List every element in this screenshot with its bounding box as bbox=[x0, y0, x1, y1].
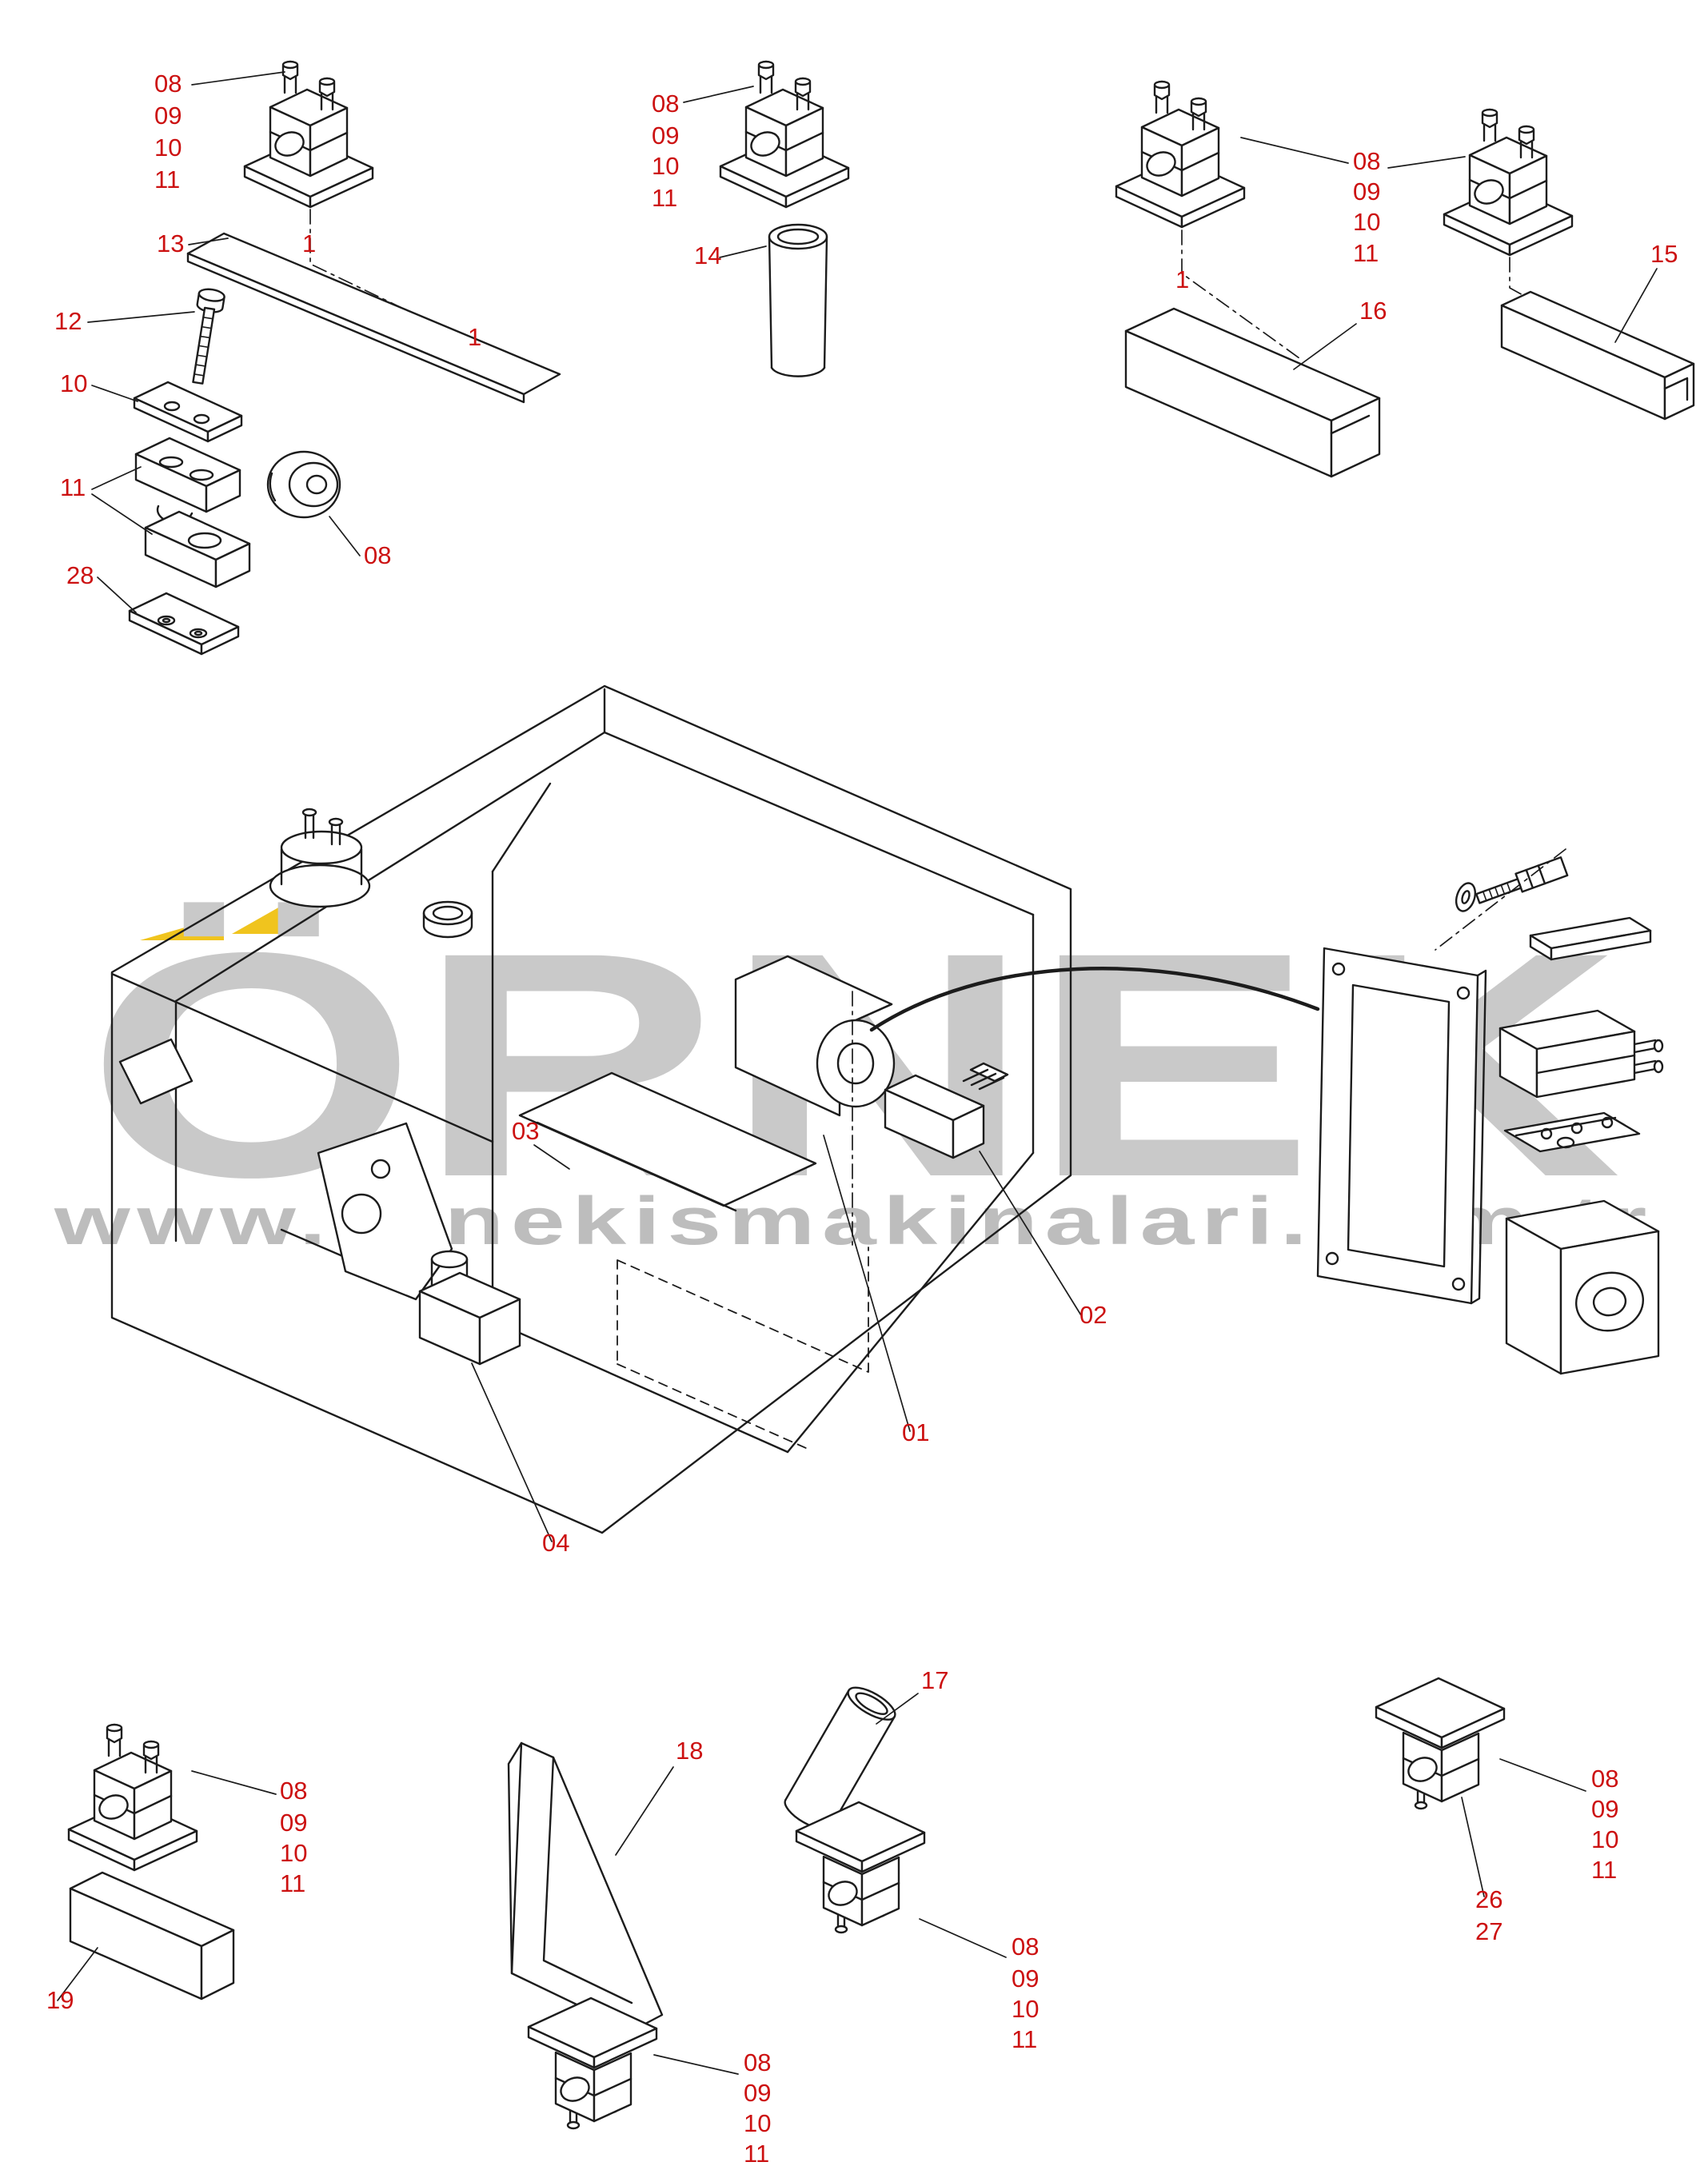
top-right-clamp-assembly bbox=[1115, 80, 1695, 478]
part-02-valve-block bbox=[884, 1062, 1009, 1159]
callout-08: 08 bbox=[1012, 1933, 1039, 1961]
callout-09: 09 bbox=[154, 102, 182, 130]
callout-13: 13 bbox=[157, 229, 184, 257]
callout-27: 27 bbox=[1475, 1917, 1502, 1945]
part-19-angle-bracket bbox=[69, 1871, 235, 2000]
callout-03: 03 bbox=[512, 1117, 539, 1145]
callout-1: 1 bbox=[1175, 265, 1189, 293]
top-left-clamp-assembly bbox=[87, 60, 561, 656]
part-13-flat-bar bbox=[186, 232, 561, 404]
callout-01: 01 bbox=[902, 1418, 929, 1446]
callout-16: 16 bbox=[1359, 297, 1387, 325]
callout-10: 10 bbox=[280, 1839, 307, 1867]
pipe-clamp-drawing bbox=[795, 1801, 926, 1934]
callout-12: 12 bbox=[54, 307, 82, 335]
callout-09: 09 bbox=[1353, 178, 1380, 205]
callout-11: 11 bbox=[652, 184, 677, 212]
callout-02: 02 bbox=[1079, 1301, 1107, 1329]
callout-1: 1 bbox=[302, 229, 316, 257]
bottom-right-clamp-assembly bbox=[1375, 1677, 1586, 1897]
pipe-clamp-drawing bbox=[1375, 1677, 1506, 1810]
part-03-platform-plate bbox=[518, 1071, 817, 1212]
callout-11: 11 bbox=[154, 166, 180, 193]
callout-08: 08 bbox=[364, 541, 391, 569]
callout-11: 11 bbox=[60, 473, 86, 501]
callout-08: 08 bbox=[280, 1777, 307, 1805]
callout-1: 1 bbox=[468, 323, 481, 351]
pipe-clamp-drawing bbox=[719, 60, 850, 209]
callout-26: 26 bbox=[1475, 1885, 1502, 1913]
callout-11: 11 bbox=[1591, 1856, 1617, 1884]
callout-09: 09 bbox=[744, 2079, 771, 2107]
callout-10: 10 bbox=[652, 152, 679, 180]
callout-11: 11 bbox=[280, 1869, 305, 1897]
part-28-base-plate bbox=[128, 592, 240, 656]
callout-10: 10 bbox=[1012, 1995, 1039, 2023]
callout-28: 28 bbox=[66, 561, 94, 589]
callout-17: 17 bbox=[921, 1666, 948, 1694]
callout-labels: 08 09 10 11 13 1 1 12 10 11 28 08 08 09 … bbox=[46, 70, 1678, 2168]
part-04-pump-drawing bbox=[418, 1250, 521, 1366]
callout-10: 10 bbox=[1591, 1825, 1618, 1853]
callout-11: 11 bbox=[744, 2140, 769, 2168]
part-17-tube bbox=[784, 1686, 896, 1830]
callout-04: 04 bbox=[542, 1529, 569, 1557]
bottom-middle-group bbox=[507, 1686, 1007, 2130]
callout-10: 10 bbox=[744, 2109, 771, 2137]
callout-09: 09 bbox=[1012, 1965, 1039, 1993]
mount-bracket-arm-drawing bbox=[317, 1122, 453, 1301]
filler-neck-drawing bbox=[269, 808, 371, 908]
watermark-yellow-accent bbox=[232, 907, 280, 934]
part-12-hex-bolt bbox=[192, 288, 225, 385]
flat-bracket-drawing bbox=[1503, 1111, 1641, 1153]
callout-08: 08 bbox=[154, 70, 182, 98]
pipe-clamp-drawing bbox=[67, 1723, 198, 1872]
part-15-channel-bracket bbox=[1500, 290, 1695, 421]
callout-08: 08 bbox=[744, 2048, 771, 2076]
part-16-angle-bracket bbox=[1124, 307, 1381, 478]
pipe-clamp-drawing bbox=[1443, 108, 1574, 257]
callout-08: 08 bbox=[652, 90, 679, 118]
machine-body-drawing bbox=[110, 684, 1320, 1542]
callout-09: 09 bbox=[1591, 1795, 1618, 1823]
callout-10: 10 bbox=[154, 134, 182, 162]
pipe-clamp-drawing bbox=[1115, 80, 1246, 229]
right-exploded-group bbox=[1316, 848, 1664, 1375]
bottom-left-clamp-assembly bbox=[57, 1723, 277, 2001]
callout-18: 18 bbox=[676, 1737, 703, 1765]
clamp-block-drawing bbox=[1498, 1009, 1664, 1099]
mounting-frame-drawing bbox=[1316, 947, 1487, 1305]
watermark-yellow-accent bbox=[140, 916, 224, 940]
part-08-grommet bbox=[266, 450, 341, 519]
callout-11: 11 bbox=[1353, 239, 1379, 267]
bolt-and-washer-drawing bbox=[1475, 856, 1569, 904]
callout-10: 10 bbox=[60, 369, 87, 397]
callout-08: 08 bbox=[1591, 1765, 1618, 1793]
part-18-gusset-plate bbox=[507, 1741, 664, 2032]
pipe-clamp-drawing bbox=[243, 60, 374, 209]
cap-drawing bbox=[422, 900, 473, 939]
part-14-tube bbox=[768, 223, 828, 377]
callout-19: 19 bbox=[46, 1986, 74, 2014]
callout-15: 15 bbox=[1650, 240, 1678, 268]
callout-11: 11 bbox=[1012, 2025, 1037, 2053]
bored-block-drawing bbox=[1505, 1199, 1660, 1375]
top-middle-clamp-assembly bbox=[683, 60, 850, 377]
callout-14: 14 bbox=[694, 241, 721, 269]
pad-drawing bbox=[1529, 916, 1652, 961]
part-11-clamp-halves bbox=[134, 437, 251, 588]
part-10-plate bbox=[133, 381, 243, 443]
callout-09: 09 bbox=[652, 122, 679, 150]
callout-08: 08 bbox=[1353, 147, 1380, 175]
callout-10: 10 bbox=[1353, 208, 1380, 236]
callout-09: 09 bbox=[280, 1809, 307, 1837]
